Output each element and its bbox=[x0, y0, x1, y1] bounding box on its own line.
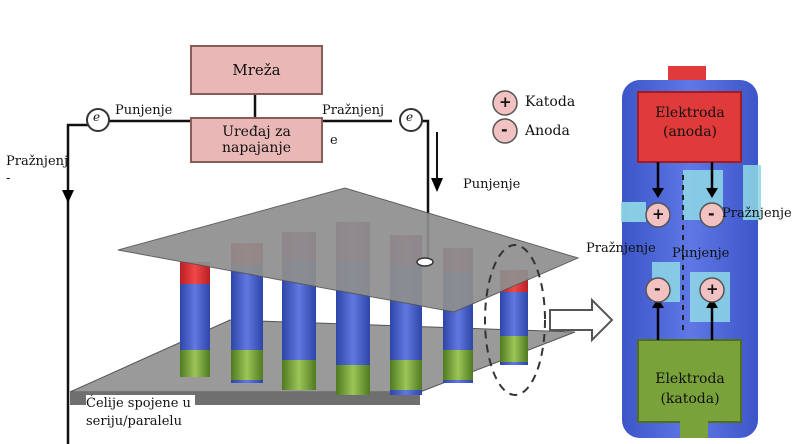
cathode-legend-icon bbox=[492, 90, 518, 116]
ion-top-right: - bbox=[708, 204, 715, 223]
right-discharging-label-2: e bbox=[330, 133, 338, 148]
detail-discharge-right: Pražnjenje bbox=[722, 206, 792, 221]
terminal-hole bbox=[416, 257, 434, 267]
power-supply-box: Uređaj za napajanje bbox=[190, 117, 323, 163]
anode-label: Anoda bbox=[525, 123, 570, 139]
anode-electrode-line1: Elektroda bbox=[655, 105, 725, 121]
supply-label-line2: napajanje bbox=[221, 140, 291, 156]
anode-electrode-line2: (anoda) bbox=[662, 123, 718, 140]
cathode-symbol: + bbox=[499, 93, 512, 111]
bottom-plate bbox=[69, 319, 576, 393]
ion-bottom-left: - bbox=[654, 279, 661, 298]
anode-electrode-label: Elektroda (anoda) bbox=[645, 104, 735, 142]
cell-column bbox=[180, 262, 210, 377]
anode-symbol: - bbox=[501, 120, 508, 139]
stack-caption-line1: Ćelije spojene u bbox=[86, 396, 191, 411]
highlight-ellipse bbox=[484, 244, 546, 396]
right-charging-label: Punjenje bbox=[463, 177, 521, 192]
network-label: Mreža bbox=[232, 61, 281, 79]
stack-caption-line2: seriju/paralelu bbox=[86, 413, 182, 429]
top-plate bbox=[117, 187, 580, 313]
detail-discharge-left: Pražnjenje bbox=[586, 241, 656, 256]
left-charging-label: Punjenje bbox=[115, 103, 173, 118]
ion-top-left: + bbox=[652, 205, 665, 223]
detail-charge-middle: Punjenje bbox=[672, 246, 730, 261]
cathode-electrode-line2: (katoda) bbox=[660, 390, 720, 407]
zoom-arrow bbox=[549, 297, 614, 343]
anode-legend-icon bbox=[492, 118, 518, 144]
stack-caption: Ćelije spojene u seriju/paralelu bbox=[86, 395, 195, 435]
ion-bottom-right: + bbox=[706, 280, 719, 298]
right-discharging-label-1: Pražnjenj bbox=[322, 103, 385, 118]
network-box: Mreža bbox=[190, 45, 323, 95]
cathode-electrode-line1: Elektroda bbox=[655, 371, 725, 387]
cathode-electrode-label: Elektroda (katoda) bbox=[645, 370, 735, 409]
electron-icon-right bbox=[399, 108, 423, 132]
left-discharging-label-1: Pražnjenj bbox=[6, 154, 69, 169]
supply-label-line1: Uređaj za bbox=[222, 123, 291, 140]
flow-arrows bbox=[62, 178, 443, 203]
electron-symbol-left: e bbox=[93, 110, 101, 124]
electron-symbol-right: e bbox=[406, 110, 414, 124]
cell-detail bbox=[621, 66, 761, 438]
electron-icon-left bbox=[86, 108, 110, 132]
cathode-label: Katoda bbox=[525, 94, 576, 110]
left-discharging-label-2: - bbox=[6, 171, 11, 186]
